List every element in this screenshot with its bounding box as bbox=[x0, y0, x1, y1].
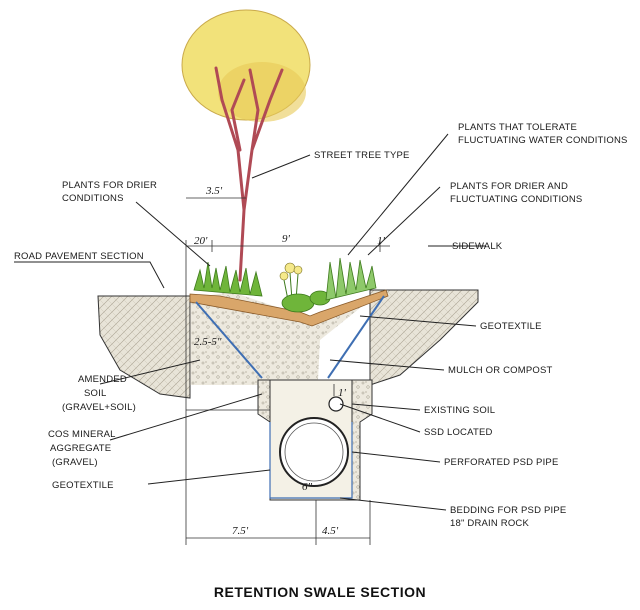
label-road-pavement: ROAD PAVEMENT SECTION bbox=[14, 251, 144, 262]
label-amended-1: AMENDED bbox=[78, 374, 127, 385]
label-sidewalk: SIDEWALK bbox=[452, 241, 503, 252]
label-geotextile-right: GEOTEXTILE bbox=[480, 321, 542, 332]
perforated-pipe-inner bbox=[284, 422, 344, 482]
label-bedding-2: 18" DRAIN ROCK bbox=[450, 518, 529, 529]
leader-lines bbox=[14, 133, 486, 511]
geotextile-line-right bbox=[327, 295, 385, 379]
label-plants-tolerate-1: PLANTS THAT TOLERATE bbox=[458, 122, 577, 133]
label-plants-drier-right-1: PLANTS FOR DRIER AND bbox=[450, 181, 568, 192]
diagram-title: RETENTION SWALE SECTION bbox=[214, 584, 426, 600]
dim-6: 6" bbox=[302, 481, 313, 493]
label-amended-3: (GRAVEL+SOIL) bbox=[62, 402, 136, 413]
mulch-layer bbox=[189, 289, 389, 327]
label-geotextile-left: GEOTEXTILE bbox=[52, 480, 114, 491]
dim-9: 9' bbox=[282, 233, 291, 245]
label-cos-1: COS MINERAL bbox=[48, 429, 116, 440]
dim-1-pipe: 1' bbox=[338, 387, 347, 399]
label-perforated: PERFORATED PSD PIPE bbox=[444, 457, 558, 468]
dim-4-5: 4.5' bbox=[322, 525, 339, 537]
tree-foliage-shade bbox=[218, 62, 306, 122]
label-ssd-located: SSD LOCATED bbox=[424, 427, 493, 438]
perforated-pipe bbox=[279, 417, 349, 487]
geotextile-wrap bbox=[269, 422, 353, 499]
plants-right bbox=[325, 257, 377, 301]
ssd-pipe bbox=[328, 396, 344, 412]
label-plants-drier-left-1: PLANTS FOR DRIER bbox=[62, 180, 157, 191]
label-amended-2: SOIL bbox=[84, 388, 106, 399]
dim-3-5: 3.5' bbox=[205, 185, 223, 197]
label-plants-tolerate-2: FLUCTUATING WATER CONDITIONS bbox=[458, 135, 628, 146]
plants-left bbox=[193, 261, 263, 297]
dim-20: 20' bbox=[194, 235, 208, 247]
dim-1-top: 1' bbox=[377, 235, 386, 247]
dim-7-5: 7.5' bbox=[232, 525, 249, 537]
dim-2-5: 2.5-5" bbox=[194, 336, 222, 348]
label-street-tree: STREET TREE TYPE bbox=[314, 150, 410, 161]
tree-trunk bbox=[214, 66, 284, 282]
plants-center bbox=[279, 262, 331, 313]
label-cos-2: AGGREGATE bbox=[50, 443, 111, 454]
label-cos-3: (GRAVEL) bbox=[52, 457, 98, 468]
geotextile-line-left bbox=[195, 301, 263, 379]
label-bedding-1: BEDDING FOR PSD PIPE bbox=[450, 505, 566, 516]
label-plants-drier-left-2: CONDITIONS bbox=[62, 193, 124, 204]
label-plants-drier-right-2: FLUCTUATING CONDITIONS bbox=[450, 194, 582, 205]
label-existing-soil: EXISTING SOIL bbox=[424, 405, 495, 416]
label-mulch: MULCH OR COMPOST bbox=[448, 365, 553, 376]
